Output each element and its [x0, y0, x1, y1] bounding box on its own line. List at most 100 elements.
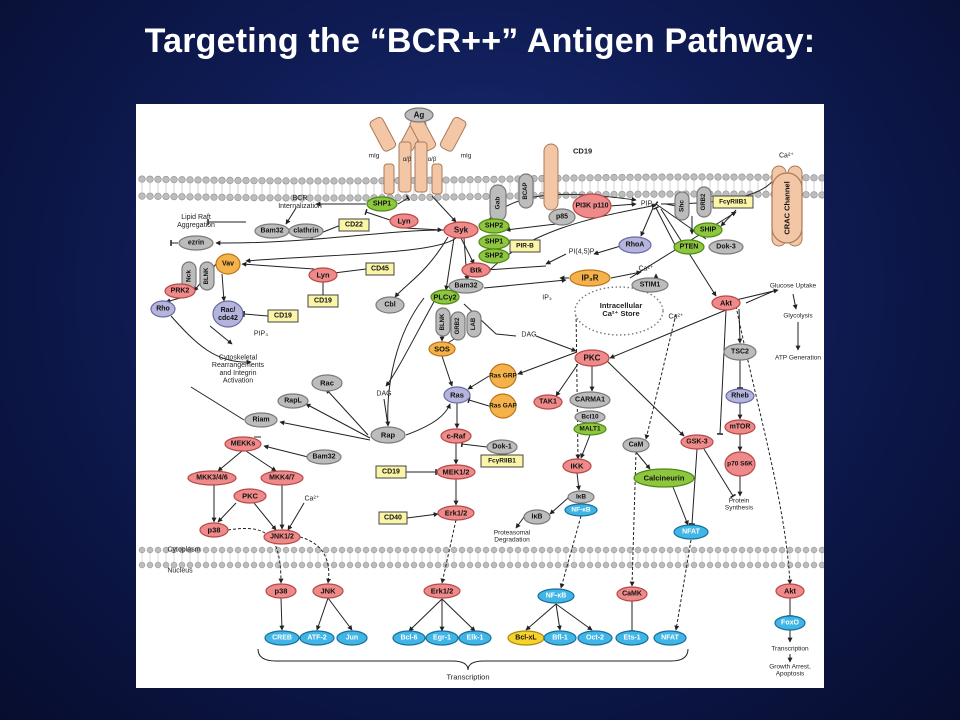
text-atp: ATP Generation: [775, 355, 821, 362]
node-label-mkk346: MKK3/4/6: [196, 475, 228, 482]
node-label-mek12: MEK1/2: [442, 468, 469, 477]
node-label-akt-b: Akt: [784, 587, 797, 596]
node-jnk12: JNK1/2: [263, 529, 301, 545]
node-label-shp1-b: SHP1: [485, 239, 503, 246]
box-label-cd19-c: CD19: [382, 469, 400, 476]
node-label-tsc2: TSC2: [731, 349, 749, 356]
node-label-egr1: Egr-1: [433, 635, 451, 642]
nuclear-membrane: [138, 546, 824, 569]
node-mkk47: MKK4/7: [260, 470, 304, 486]
node-malt1: MALT1: [573, 422, 607, 436]
text-glycolysis: Glycolysis: [783, 313, 813, 320]
text-transcription-r: Transcription: [771, 646, 809, 653]
node-label-blnk-b: BLNK: [440, 313, 446, 330]
node-blnk-b: BLNK: [435, 307, 451, 337]
node-label-carma1: CARMA1: [575, 397, 605, 404]
node-bam32-c: Bam32: [306, 449, 342, 465]
text-glucose: Glucose Uptake: [770, 283, 817, 290]
node-dok3: Dok-3: [708, 239, 744, 255]
node-nck: Nck: [181, 261, 197, 291]
node-label-ezrin: ezrin: [188, 240, 204, 247]
node-ikk: IKK: [562, 458, 592, 474]
node-erk12-a: Erk1/2: [437, 505, 475, 521]
box-pirb: PIR-B: [509, 239, 541, 253]
node-p70s6k: p70 S6K: [724, 451, 756, 477]
node-label-plcg2: PLCγ2: [433, 293, 456, 302]
text-growth-arrest: Growth Arrest,Apoptosis: [769, 663, 811, 677]
node-mek12: MEK1/2: [436, 464, 476, 480]
node-akt: Akt: [711, 295, 741, 311]
node-jun: Jun: [336, 630, 368, 646]
node-p85: p85: [548, 208, 576, 226]
box-label-cd22: CD22: [345, 222, 363, 229]
node-rap: Rap: [370, 426, 406, 444]
text-ab2: α/β: [428, 157, 437, 163]
node-label-camk: CaMK: [622, 591, 642, 598]
node-tsc2: TSC2: [723, 343, 757, 361]
node-rapl: RapL: [277, 393, 309, 409]
node-syk: Syk: [443, 221, 479, 239]
node-label-jun: Jun: [346, 635, 358, 642]
node-label-pi3k: PI3K p110: [575, 203, 608, 210]
node-mtor: mTOR: [724, 419, 756, 435]
text-pi45p2: PI(4,5)P₂: [569, 249, 598, 256]
node-pten: PTEN: [673, 239, 705, 255]
node-riam: Riam: [244, 412, 278, 428]
node-camk: CaMK: [616, 586, 648, 602]
node-pkc-b: PKC: [233, 488, 267, 504]
node-label-akt: Akt: [720, 299, 733, 308]
box-label-cd19-mid: CD19: [274, 313, 292, 320]
node-label-ag: Ag: [414, 111, 425, 120]
node-label-bclxl: Bcl-xL: [515, 635, 537, 642]
node-shc: Shc: [674, 191, 690, 221]
node-label-rhoa: RhoA: [626, 242, 645, 249]
text-ab1: α/β: [403, 157, 412, 163]
node-grb2-top: GRB2: [696, 186, 712, 218]
node-label-creb: CREB: [272, 635, 292, 642]
node-label-sos: SOS: [434, 345, 450, 354]
node-label-clathrin: clathrin: [293, 228, 318, 235]
box-label-fcgriib1-mid: FcγRIIB1: [488, 458, 516, 465]
node-calcineurin: Calcineurin: [633, 468, 695, 488]
box-fcgriib1-top: FcγRIIB1: [712, 195, 754, 209]
node-rac: Rac: [311, 374, 343, 392]
node-label-bcl10: Bcl10: [581, 414, 599, 421]
node-lab: LAB: [466, 310, 482, 338]
node-label-dok3: Dok-3: [716, 244, 736, 251]
node-ip3r: IP₃R: [569, 269, 611, 287]
node-shp1-a: SHP1: [366, 196, 398, 212]
node-oct2: Oct-2: [577, 630, 613, 646]
node-label-pten: PTEN: [680, 244, 699, 251]
node-label-bcl6: Bcl-6: [400, 635, 417, 642]
box-label-cd40: CD40: [384, 515, 402, 522]
node-label-rasgap: Ras GAP: [489, 403, 517, 410]
node-ikb-a: IκB: [567, 490, 595, 504]
text-cd19-top: CD19: [573, 147, 592, 156]
text-pip3-top: PIP₃: [641, 201, 655, 208]
box-label-cd45: CD45: [371, 266, 389, 273]
node-label-syk: Syk: [454, 226, 469, 235]
node-ezrin: ezrin: [178, 235, 214, 251]
node-dok1: Dok-1: [486, 439, 518, 455]
node-creb: CREB: [264, 630, 300, 646]
node-label-raccdc42: Rac/cdc42: [218, 307, 238, 322]
node-carma1: CARMA1: [569, 391, 611, 409]
node-label-erk12-a: Erk1/2: [445, 509, 468, 518]
node-label-rheb: Rheb: [731, 393, 749, 400]
node-rasgrp: Ras GRP: [489, 363, 518, 389]
node-label-ras: Ras: [450, 391, 464, 400]
node-nfkb-a: NF-κB: [564, 503, 598, 517]
node-label-bam32-c: Bam32: [313, 454, 336, 461]
node-bfl1: Bfl-1: [543, 630, 577, 646]
node-ets1: Ets-1: [615, 630, 649, 646]
node-label-ikb-b: IκB: [532, 514, 543, 521]
text-cytoplasm: Cytoplasm: [167, 547, 200, 554]
node-shp1-b: SHP1: [478, 234, 510, 250]
node-nfat-a: NFAT: [673, 524, 709, 540]
node-label-bfl1: Bfl-1: [552, 635, 568, 642]
